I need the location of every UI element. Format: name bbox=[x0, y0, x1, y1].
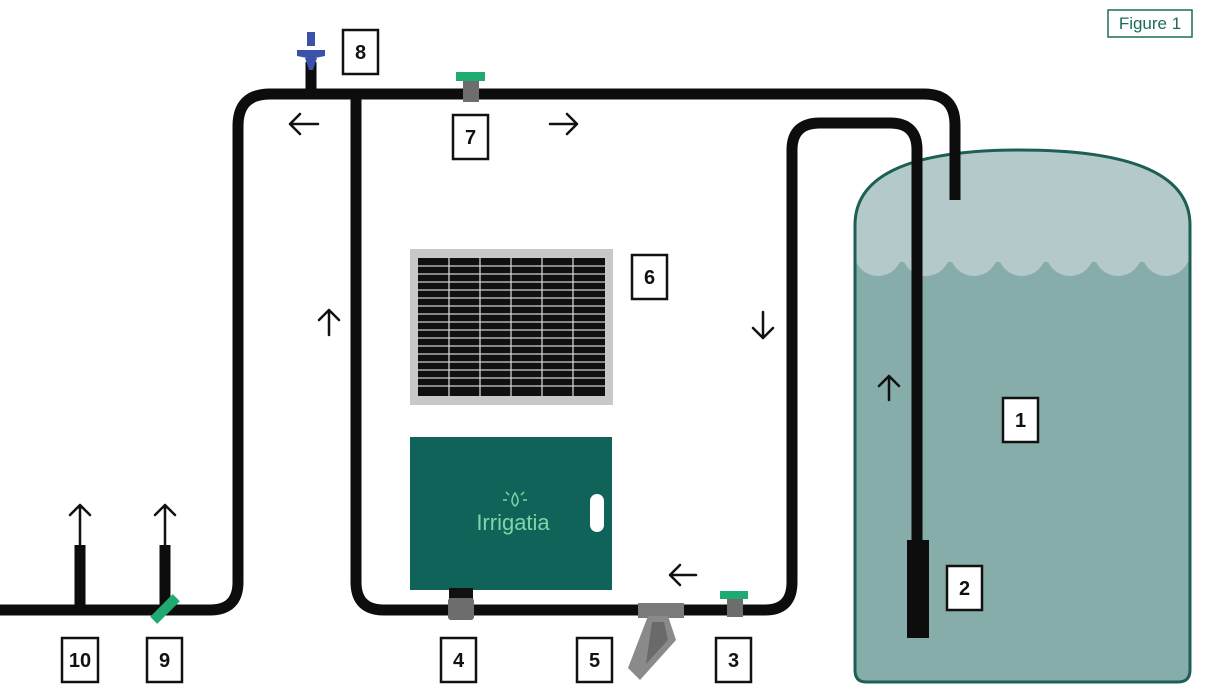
callout-7: 7 bbox=[451, 113, 490, 161]
arrow-up-tank bbox=[877, 374, 901, 402]
arrow-down-right bbox=[751, 310, 775, 340]
submersible-pump bbox=[907, 540, 929, 638]
callout-5-text: 5 bbox=[589, 650, 600, 672]
figure-label: Figure 1 bbox=[1107, 9, 1193, 38]
figure-label-text: Figure 1 bbox=[1119, 14, 1181, 33]
callout-3: 3 bbox=[714, 636, 753, 684]
callout-5: 5 bbox=[575, 636, 614, 684]
callout-2: 2 bbox=[945, 564, 984, 612]
overflow-return-pipe bbox=[0, 88, 961, 616]
inline-filter bbox=[628, 603, 684, 680]
callout-1: 1 bbox=[1001, 396, 1040, 444]
callout-10-text: 10 bbox=[69, 650, 91, 672]
stop-valve bbox=[150, 594, 180, 624]
callout-7-text: 7 bbox=[465, 127, 476, 149]
callout-4: 4 bbox=[439, 636, 478, 684]
callout-4-text: 4 bbox=[453, 650, 465, 672]
flow-arrows bbox=[68, 112, 901, 587]
arrow-up-left bbox=[317, 308, 341, 337]
callout-3-text: 3 bbox=[728, 650, 739, 672]
pipe-network bbox=[0, 62, 961, 616]
callout-9-text: 9 bbox=[159, 650, 170, 672]
callout-8: 8 bbox=[341, 28, 380, 76]
callout-6-text: 6 bbox=[644, 267, 655, 289]
arrow-left-top bbox=[288, 112, 320, 136]
pump-supply-pipe bbox=[350, 94, 923, 616]
valve-3 bbox=[720, 591, 748, 617]
arrow-left-bottom bbox=[668, 563, 698, 587]
solar-panel bbox=[410, 249, 613, 405]
brand-logo-icon bbox=[503, 491, 527, 507]
arrow-right-top bbox=[548, 112, 579, 136]
callout-9: 9 bbox=[145, 636, 184, 684]
callout-8-text: 8 bbox=[355, 42, 366, 64]
controller-unit: Irrigatia bbox=[410, 437, 612, 590]
callout-2-text: 2 bbox=[959, 578, 970, 600]
arrow-up-drip-a bbox=[68, 503, 92, 547]
brand-name: Irrigatia bbox=[476, 510, 550, 535]
callout-6: 6 bbox=[630, 253, 669, 301]
arrow-up-drip-b bbox=[153, 503, 177, 547]
valve-7 bbox=[456, 72, 485, 102]
controller-outlet-connector bbox=[448, 588, 474, 620]
air-vent-dripper bbox=[297, 32, 325, 70]
callout-10: 10 bbox=[60, 636, 100, 684]
callout-1-text: 1 bbox=[1015, 410, 1026, 432]
